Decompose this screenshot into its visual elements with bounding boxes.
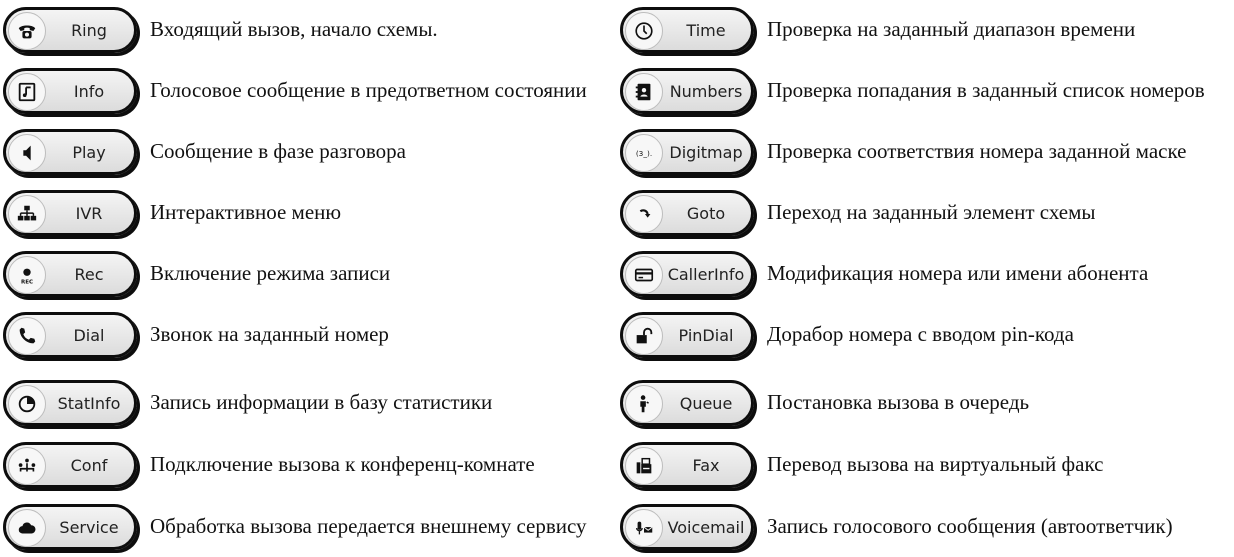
block-description: Модификация номера или имени абонента (767, 260, 1149, 285)
block-label: Fax (692, 455, 720, 475)
block-label: Rec (74, 264, 104, 284)
play-block-button[interactable]: Play (3, 129, 137, 175)
conf-block-button[interactable]: Conf (3, 442, 137, 488)
digitmap-icon: (3_). (625, 134, 663, 172)
block-label: Digitmap (669, 142, 743, 162)
voicemail-icon (625, 509, 663, 547)
callerinfo-block-button[interactable]: CallerInfo (620, 251, 754, 297)
ring-block-button[interactable]: Ring (3, 7, 137, 53)
block-item-ring: Ring Входящий вызов, начало схемы. (3, 3, 608, 55)
block-label: IVR (75, 203, 103, 223)
block-label: Ring (71, 20, 107, 40)
pie-chart-icon (8, 385, 46, 423)
block-description: Перевод вызова на виртуальный факс (767, 451, 1104, 476)
block-item-voicemail: Voicemail Запись голосового сообщения (а… (620, 500, 1230, 552)
block-label: Dial (73, 325, 105, 345)
time-block-button[interactable]: Time (620, 7, 754, 53)
block-label: CallerInfo (667, 264, 745, 284)
goto-block-button[interactable]: Goto (620, 190, 754, 236)
info-block-button[interactable]: Info (3, 68, 137, 114)
record-icon: REC (8, 256, 46, 294)
svg-text:REC: REC (21, 279, 33, 285)
block-description: Проверка попадания в заданный список ном… (767, 77, 1205, 102)
unlock-icon (625, 317, 663, 355)
block-item-dial: Dial Звонок на заданный номер (3, 308, 608, 360)
clock-icon (625, 12, 663, 50)
block-description: Проверка на заданный диапазон времени (767, 16, 1136, 41)
block-item-time: Time Проверка на заданный диапазон време… (620, 3, 1230, 55)
block-item-goto: Goto Переход на заданный элемент схемы (620, 186, 1230, 238)
block-description: Включение режима записи (150, 260, 391, 285)
block-item-service: Service Обработка вызова передается внеш… (3, 500, 618, 552)
block-description: Интерактивное меню (150, 199, 342, 224)
block-description: Переход на заданный элемент схемы (767, 199, 1096, 224)
speaker-icon (8, 134, 46, 172)
service-block-button[interactable]: Service (3, 504, 137, 550)
block-label: Play (72, 142, 106, 162)
statinfo-block-button[interactable]: StatInfo (3, 380, 137, 426)
phone-icon (8, 12, 46, 50)
block-description: Входящий вызов, начало схемы. (150, 16, 438, 41)
block-label: Conf (70, 455, 108, 475)
block-item-statinfo: StatInfo Запись информации в базу статис… (3, 376, 608, 428)
block-label: Time (686, 20, 726, 40)
block-item-pindial: PinDial Дорабор номера с вводом pin-кода (620, 308, 1230, 360)
block-label: Voicemail (667, 517, 745, 537)
block-label: Numbers (669, 81, 743, 101)
block-label: Info (73, 81, 105, 101)
block-item-digitmap: (3_). Digitmap Проверка соответствия ном… (620, 125, 1230, 177)
block-item-conf: Conf Подключение вызова к конференц-комн… (3, 438, 608, 490)
block-description: Постановка вызова в очередь (767, 389, 1030, 414)
block-item-queue: Queue Постановка вызова в очередь (620, 376, 1230, 428)
block-description: Запись голосового сообщения (автоответчи… (767, 513, 1173, 538)
music-note-icon (8, 73, 46, 111)
block-item-rec: REC Rec Включение режима записи (3, 247, 608, 299)
conference-icon (8, 447, 46, 485)
block-description: Проверка соответствия номера заданной ма… (767, 138, 1187, 163)
block-description: Дорабор номера с вводом pin-кода (767, 321, 1074, 346)
caller-id-card-icon (625, 256, 663, 294)
handset-icon (8, 317, 46, 355)
block-item-numbers: Numbers Проверка попадания в заданный сп… (620, 64, 1230, 116)
block-description: Голосовое сообщение в предответном состо… (150, 77, 587, 102)
block-description: Обработка вызова передается внешнему сер… (150, 513, 587, 538)
rec-block-button[interactable]: REC Rec (3, 251, 137, 297)
block-item-info: Info Голосовое сообщение в предответном … (3, 64, 608, 116)
dial-block-button[interactable]: Dial (3, 312, 137, 358)
block-item-play: Play Сообщение в фазе разговора (3, 125, 608, 177)
block-label: Service (59, 517, 119, 537)
fax-block-button[interactable]: Fax (620, 442, 754, 488)
goto-arrow-icon (625, 195, 663, 233)
network-tree-icon (8, 195, 46, 233)
fax-icon (625, 447, 663, 485)
block-description: Подключение вызова к конференц-комнате (150, 451, 535, 476)
block-label: Goto (686, 203, 726, 223)
svg-text:(3_).: (3_). (636, 149, 652, 158)
cloud-icon (8, 509, 46, 547)
block-item-fax: Fax Перевод вызова на виртуальный факс (620, 438, 1230, 490)
voicemail-block-button[interactable]: Voicemail (620, 504, 754, 550)
block-label: PinDial (678, 325, 734, 345)
block-description: Запись информации в базу статистики (150, 389, 493, 414)
block-item-callerinfo: CallerInfo Модификация номера или имени … (620, 247, 1230, 299)
ivr-block-button[interactable]: IVR (3, 190, 137, 236)
queue-block-button[interactable]: Queue (620, 380, 754, 426)
pindial-block-button[interactable]: PinDial (620, 312, 754, 358)
digitmap-block-button[interactable]: (3_). Digitmap (620, 129, 754, 175)
phonebook-icon (625, 73, 663, 111)
block-label: StatInfo (57, 393, 121, 413)
block-description: Звонок на заданный номер (150, 321, 389, 346)
queue-person-icon (625, 385, 663, 423)
block-item-ivr: IVR Интерактивное меню (3, 186, 608, 238)
block-label: Queue (679, 393, 733, 413)
block-description: Сообщение в фазе разговора (150, 138, 406, 163)
numbers-block-button[interactable]: Numbers (620, 68, 754, 114)
